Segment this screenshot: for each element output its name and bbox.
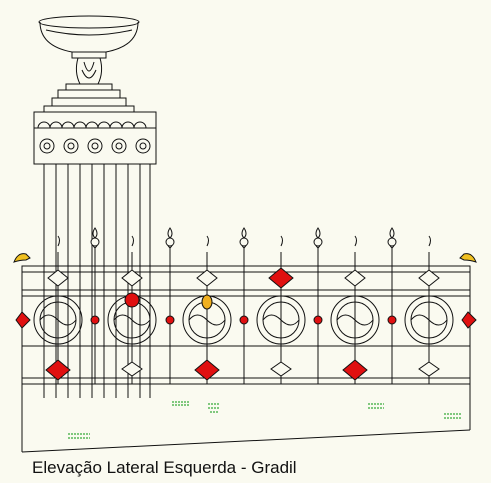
spear-finial-icon xyxy=(57,227,431,249)
ground-line xyxy=(21,384,471,453)
urn-finial-icon xyxy=(38,15,140,113)
grass-hatch-icon xyxy=(68,401,462,439)
elevation-drawing xyxy=(13,15,477,453)
red-diamond-ornament-icon xyxy=(15,267,477,381)
fence-rails xyxy=(21,265,471,385)
yellow-ornament xyxy=(201,294,213,310)
white-diamond-ornaments xyxy=(47,269,440,377)
fence-pickets xyxy=(57,244,430,384)
bird-finial-icon xyxy=(13,253,477,263)
column-capital-icon xyxy=(33,111,157,165)
drawing-caption: Elevação Lateral Esquerda - Gradil xyxy=(32,458,297,477)
